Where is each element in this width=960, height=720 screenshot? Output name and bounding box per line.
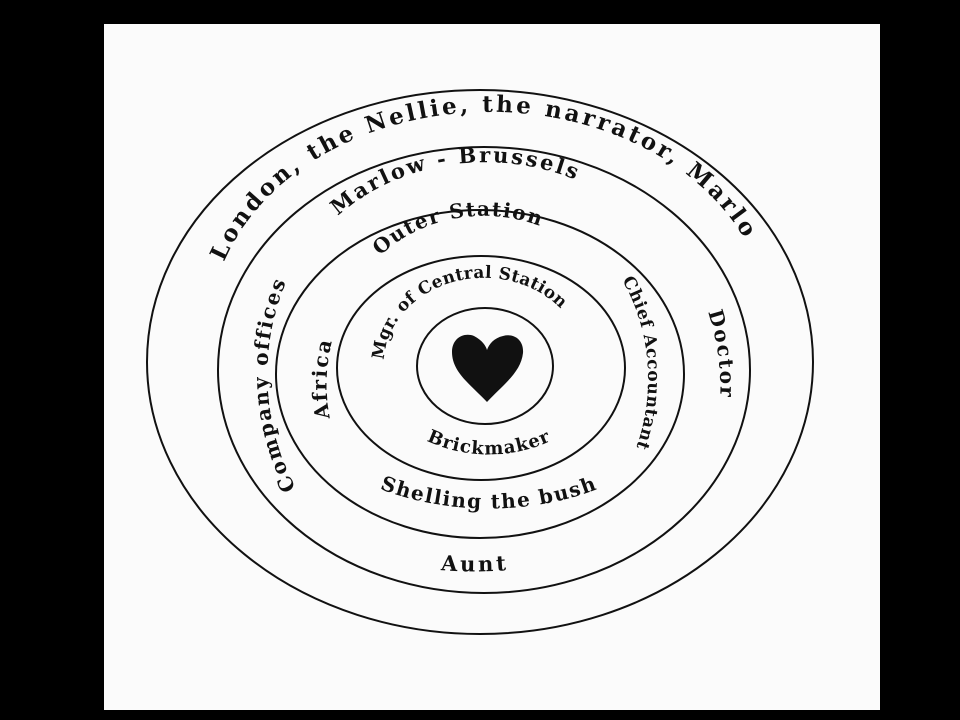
outer-top-label: London, the Nellie, the narrator, Marlow [0,0,764,265]
third-top-label: Outer Station [368,197,547,260]
fourth-ring [336,255,626,481]
second-ring [217,146,751,594]
outer-ring [146,89,814,635]
third-left-label: Africa [308,335,338,422]
second-bottom-label: Shelling the bush [378,471,600,514]
center-ring [416,307,554,425]
second-left-label: Company offices [248,273,300,496]
heart-icon [452,334,524,402]
fourth-bottom-label: Brickmaker [424,426,553,460]
third-ring [275,209,685,539]
outer-bottom-label: Aunt [439,550,509,576]
second-right-label: Doctor [703,307,739,399]
